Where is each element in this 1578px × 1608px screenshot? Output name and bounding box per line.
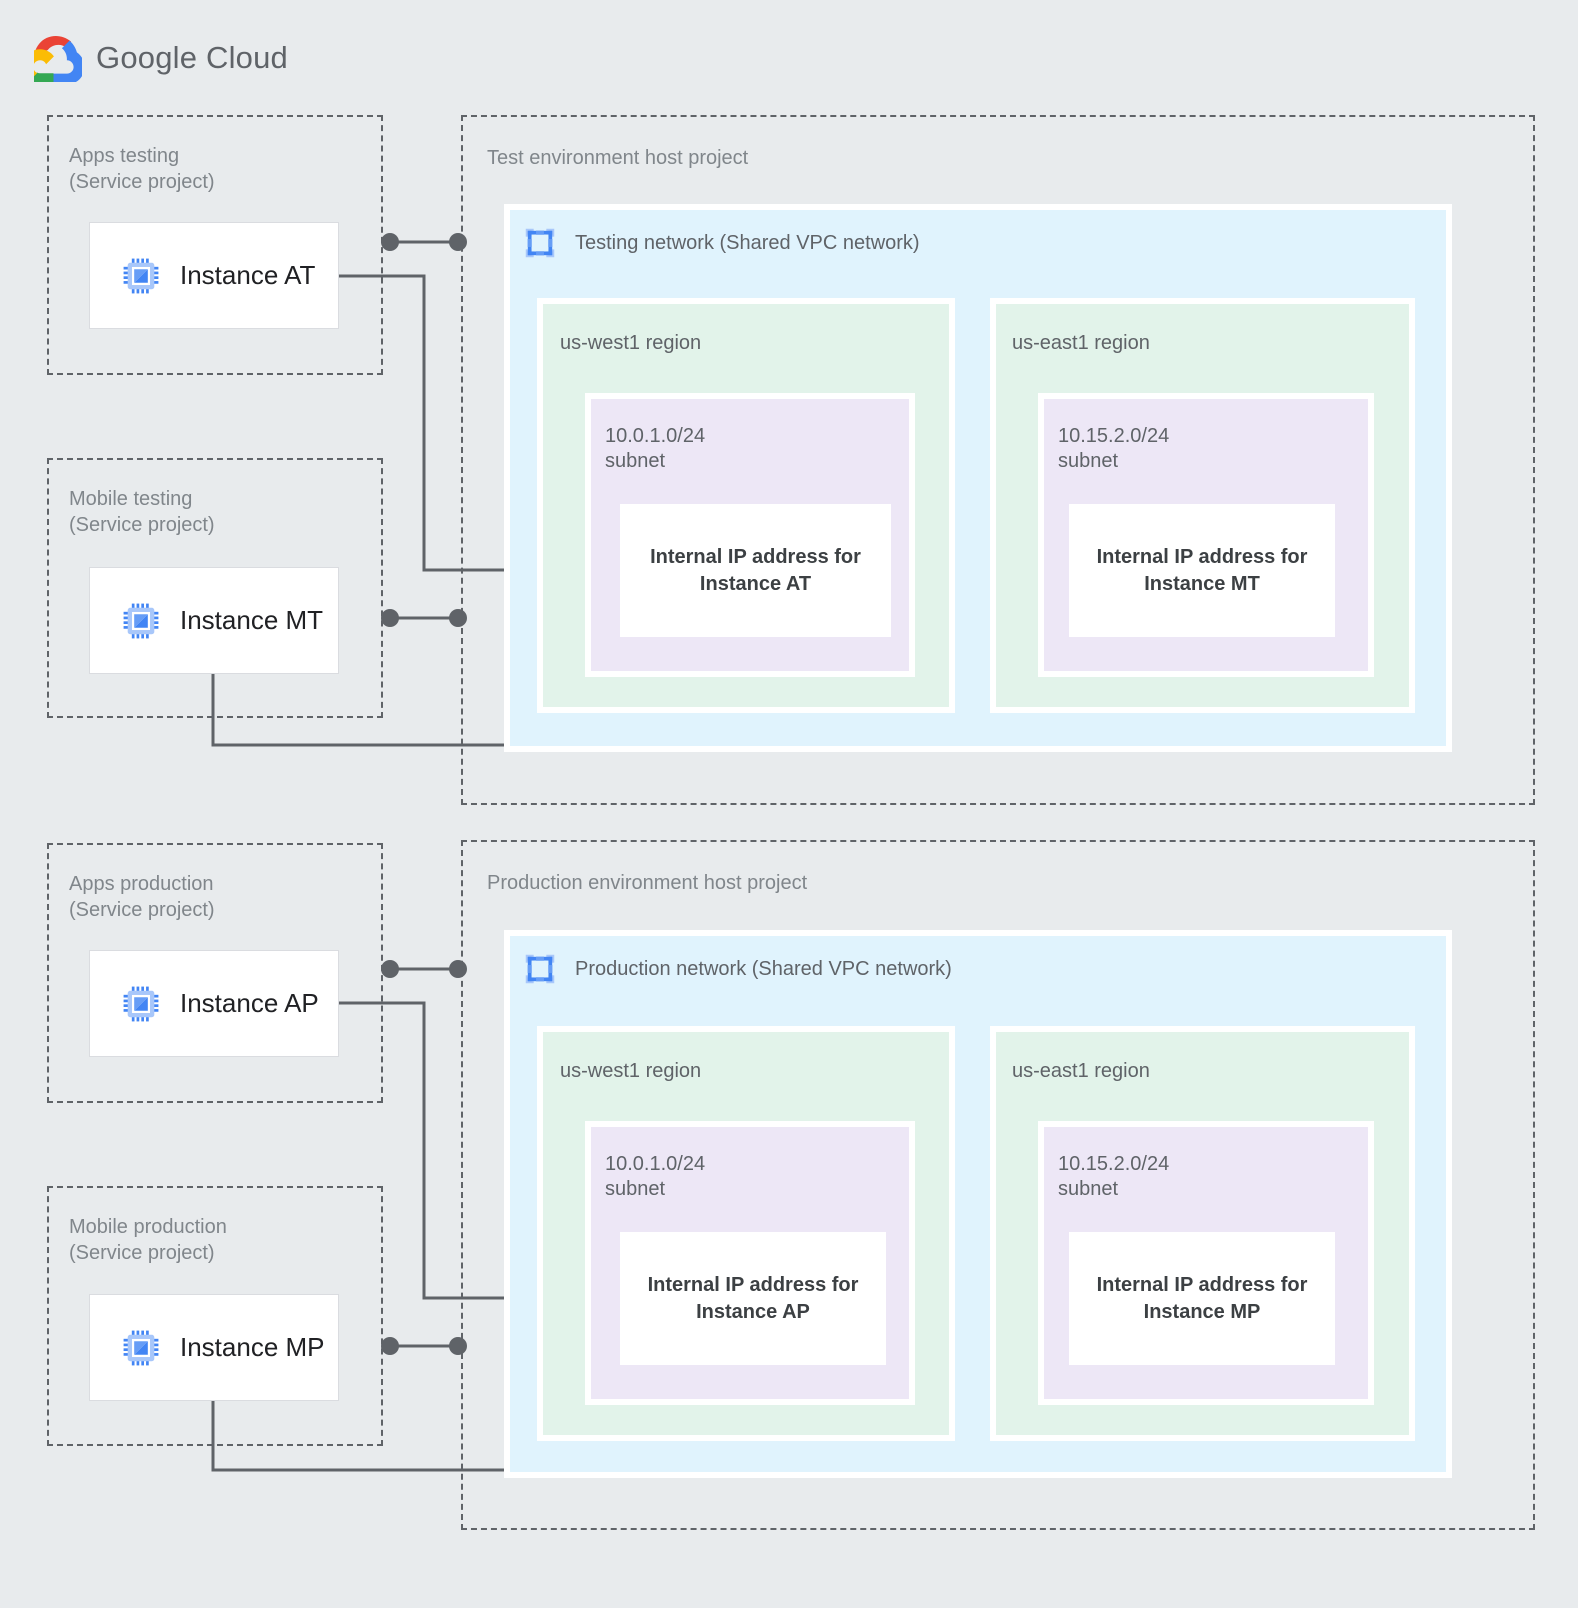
service-project-title: Apps production (Service project) — [69, 873, 215, 921]
region-title: us-east1 region — [1012, 1060, 1150, 1082]
instance-label: Instance MP — [180, 1332, 325, 1362]
instance-card-mt[interactable]: Instance MT — [89, 567, 339, 674]
logo-word-google: Google — [96, 40, 198, 75]
ip-card-instance-at: Internal IP address for Instance AT — [620, 504, 891, 637]
instance-label: Instance MT — [180, 605, 324, 635]
instance-card-at[interactable]: Instance AT — [89, 222, 339, 329]
compute-instance-icon — [123, 986, 159, 1021]
service-project-mobile-production: Mobile production (Service project) — [47, 1186, 383, 1446]
region-title: us-west1 region — [560, 1060, 702, 1082]
host-project-test: Test environment host project — [461, 115, 1535, 805]
connector-dot — [381, 609, 399, 627]
instance-label: Instance AP — [180, 988, 319, 1018]
instance-card-ap[interactable]: Instance AP — [89, 950, 339, 1057]
connector-apps-testing-to-test-host — [381, 233, 467, 251]
service-project-title: Mobile testing (Service project) — [69, 488, 215, 536]
connector-dot — [381, 233, 399, 251]
subnet-title: 10.15.2.0/24 subnet — [1058, 425, 1170, 472]
instance-card-mp[interactable]: Instance MP — [89, 1294, 339, 1401]
connector-mobile-testing-to-test-host — [381, 609, 467, 627]
host-project-title: Test environment host project — [487, 147, 749, 169]
logo-word-cloud: Cloud — [206, 40, 288, 75]
ip-card-instance-mt: Internal IP address for Instance MT — [1069, 504, 1335, 637]
ip-card-label: Internal IP address for Instance MP — [1096, 1273, 1308, 1323]
connector-dot — [381, 960, 399, 978]
ip-card-label: Internal IP address for Instance AP — [647, 1273, 859, 1323]
service-project-apps-testing: Apps testing (Service project) — [47, 115, 383, 375]
region-title: us-east1 region — [1012, 332, 1150, 354]
ip-card-label: Internal IP address for Instance AT — [650, 545, 861, 595]
connector-apps-production-to-prod-host — [381, 960, 467, 978]
google-cloud-logo-icon — [34, 36, 82, 82]
service-project-title: Apps testing (Service project) — [69, 145, 215, 193]
vpc-network-icon — [525, 954, 555, 984]
subnet-title: 10.0.1.0/24 subnet — [605, 1153, 706, 1200]
connector-mobile-production-to-prod-host — [381, 1337, 467, 1355]
logo-wordmark: Google Cloud — [96, 40, 288, 76]
ip-card-instance-ap: Internal IP address for Instance AP — [620, 1232, 886, 1365]
service-project-mobile-testing: Mobile testing (Service project) — [47, 458, 383, 718]
region-title: us-west1 region — [560, 332, 702, 354]
vpc-network-title: Production network (Shared VPC network) — [575, 957, 952, 980]
connector-dot — [381, 1337, 399, 1355]
ip-card-instance-mp: Internal IP address for Instance MP — [1069, 1232, 1335, 1365]
ip-card-label: Internal IP address for Instance MT — [1096, 545, 1308, 595]
compute-instance-icon — [123, 258, 159, 293]
subnet-title: 10.15.2.0/24 subnet — [1058, 1153, 1170, 1200]
host-project-title: Production environment host project — [487, 872, 808, 894]
host-project-production: Production environment host project — [461, 840, 1535, 1530]
vpc-network-header-testing: Testing network (Shared VPC network) — [521, 224, 920, 262]
compute-instance-icon — [123, 603, 159, 638]
vpc-network-icon — [525, 228, 555, 258]
service-project-title: Mobile production (Service project) — [69, 1216, 227, 1264]
vpc-network-header-production: Production network (Shared VPC network) — [521, 950, 952, 988]
google-cloud-logo: Google Cloud — [34, 34, 288, 82]
subnet-title: 10.0.1.0/24 subnet — [605, 425, 706, 472]
compute-instance-icon — [123, 1330, 159, 1365]
service-project-apps-production: Apps production (Service project) — [47, 843, 383, 1103]
instance-label: Instance AT — [180, 260, 316, 290]
vpc-network-title: Testing network (Shared VPC network) — [575, 231, 920, 254]
